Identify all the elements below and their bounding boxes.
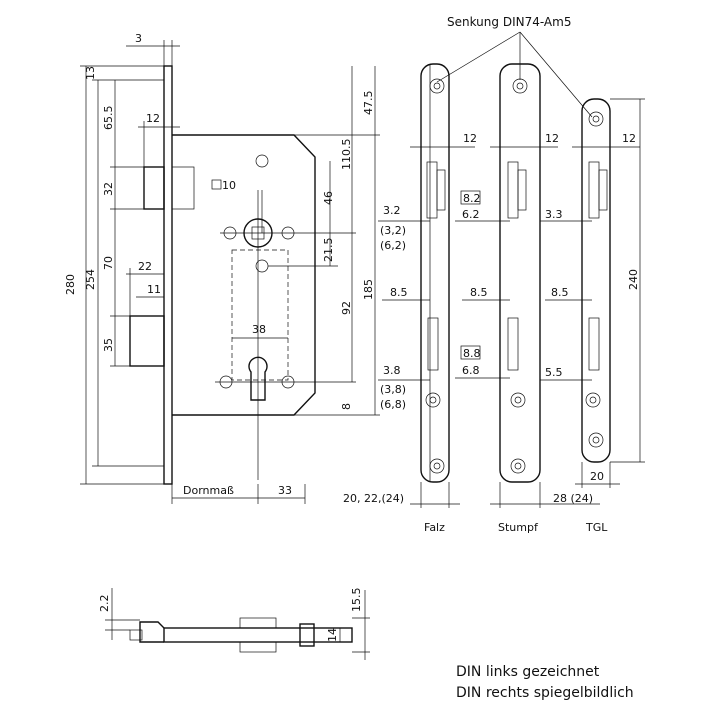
- falz-12: 12: [463, 132, 477, 145]
- countersink-label: Senkung DIN74-Am5: [447, 15, 571, 29]
- dead-bolt: [129, 315, 165, 367]
- lock-case: [172, 134, 316, 416]
- falz-8-5: 8.5: [390, 286, 408, 299]
- forend-plate: [163, 65, 173, 485]
- side-15-5: 15.5: [350, 588, 363, 613]
- dim-22: 22: [138, 260, 152, 273]
- tgl-20: 20: [590, 470, 604, 483]
- tgl-8-5: 8.5: [551, 286, 569, 299]
- falz-3-8: 3.8: [383, 364, 401, 377]
- lock-side-view: 2.2 15.5 14: [98, 588, 370, 660]
- backset-label: Dornmaß: [183, 484, 234, 497]
- variant-tgl-label: TGL: [585, 521, 608, 534]
- falz-3-2: 3.2: [383, 204, 401, 217]
- case-screw-upper: [255, 154, 269, 168]
- falz-6-8p: (6,8): [380, 398, 406, 411]
- dim-33: 33: [278, 484, 292, 497]
- case-right-dimensions: 46 21.5 92 110.5 47.5 185 8 38 Dornmaß 3…: [171, 66, 380, 504]
- variant-falz-label: Falz: [424, 521, 445, 534]
- stumpf-8-8: 8.8: [463, 347, 481, 360]
- tgl-3-3: 3.3: [545, 208, 563, 221]
- stumpf-8-2: 8.2: [463, 192, 481, 205]
- cylinder-profile: [248, 356, 268, 401]
- dim-13: 13: [84, 66, 97, 80]
- falz-6-2p: (6,2): [380, 239, 406, 252]
- tgl-240: 240: [627, 269, 640, 290]
- dim-47-5: 47.5: [362, 91, 375, 116]
- dim-3: 3: [135, 32, 142, 45]
- main-dimensions: 280 254 13 65.5 32 70 35 3 12 22 11: [64, 32, 180, 485]
- falz-3-2p: (3,2): [380, 224, 406, 237]
- square-label: 10: [222, 179, 236, 192]
- falz-width: 20, 22,(24): [343, 492, 404, 505]
- stumpf-6-2: 6.2: [462, 208, 480, 221]
- note-line-1: DIN links gezeichnet: [456, 664, 600, 680]
- falz-3-8p: (3,8): [380, 383, 406, 396]
- dim-70: 70: [102, 256, 115, 270]
- note-line-2: DIN rechts spiegelbildlich: [456, 685, 634, 701]
- lock-front-view: [129, 65, 356, 485]
- latch-bolt-inner: [171, 166, 195, 210]
- dim-185: 185: [362, 279, 375, 300]
- forend-stumpf: 12 8.2 6.2 8.5 8.8 6.8 28 (24) Stumpf: [455, 63, 600, 534]
- dim-8: 8: [340, 403, 353, 410]
- stumpf-8-5: 8.5: [470, 286, 488, 299]
- stumpf-12: 12: [545, 132, 559, 145]
- dim-46: 46: [322, 191, 335, 205]
- dim-280: 280: [64, 274, 77, 295]
- latch-bolt: [143, 166, 165, 210]
- dim-254: 254: [84, 269, 97, 290]
- dim-11: 11: [147, 283, 161, 296]
- dim-12-main: 12: [146, 112, 160, 125]
- forend-falz: 12 3.2 (3,2) (6,2) 8.5 3.8 (3,8) (6,8) 2…: [343, 63, 477, 534]
- dim-110-5: 110.5: [340, 139, 353, 171]
- tgl-12: 12: [622, 132, 636, 145]
- tgl-5-5: 5.5: [545, 366, 563, 379]
- variant-stumpf-label: Stumpf: [498, 521, 539, 534]
- stumpf-width: 28 (24): [553, 492, 593, 505]
- side-14: 14: [326, 628, 339, 642]
- fixing-frame: [231, 249, 289, 381]
- dim-92: 92: [340, 301, 353, 315]
- dim-32: 32: [102, 182, 115, 196]
- dim-21-5: 21.5: [322, 238, 335, 263]
- dim-65-5: 65.5: [102, 106, 115, 131]
- stumpf-6-8: 6.8: [462, 364, 480, 377]
- forend-tgl: 12 3.3 8.5 5.5 240 20 TGL: [540, 98, 645, 534]
- dim-38: 38: [252, 323, 266, 336]
- side-2-2: 2.2: [98, 595, 111, 613]
- dim-35: 35: [102, 338, 115, 352]
